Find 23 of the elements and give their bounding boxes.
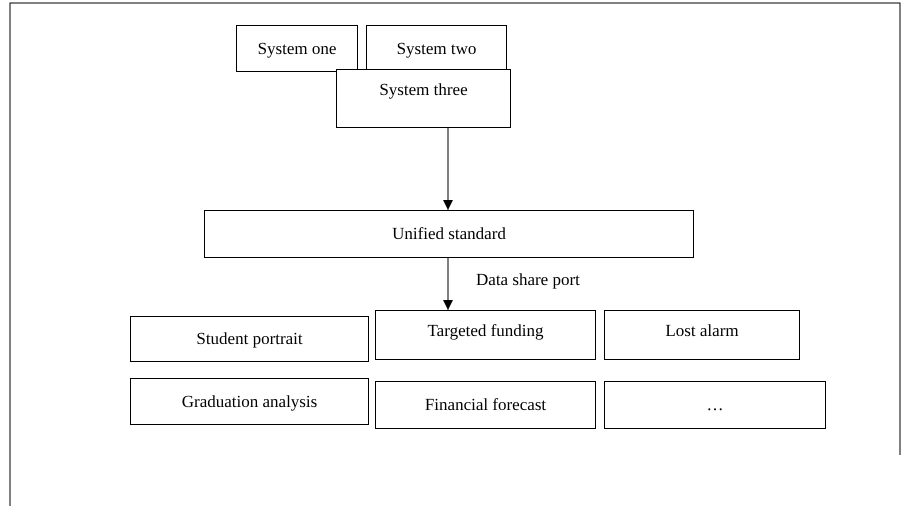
edge-label: Data share port [476, 270, 580, 290]
box-label: System three [379, 80, 468, 100]
process-box [130, 316, 369, 362]
box-label: Graduation analysis [182, 392, 318, 412]
process-box [236, 25, 358, 72]
box-label: Targeted funding [427, 321, 544, 341]
process-box [366, 25, 507, 72]
box-label: Unified standard [392, 224, 506, 244]
box-label: Lost alarm [665, 321, 739, 341]
arrow [443, 128, 453, 210]
box-label: Student portrait [196, 329, 303, 349]
arrow [443, 258, 453, 310]
box-label: … [706, 395, 724, 415]
process-box [604, 310, 800, 360]
process-box [375, 381, 596, 429]
process-box [204, 210, 694, 258]
box-label: System one [258, 38, 336, 58]
box-label: Financial forecast [424, 395, 546, 415]
process-box [336, 69, 511, 128]
process-box [130, 378, 369, 425]
process-box [604, 381, 826, 429]
process-box [375, 310, 596, 360]
box-label: System two [396, 38, 476, 58]
